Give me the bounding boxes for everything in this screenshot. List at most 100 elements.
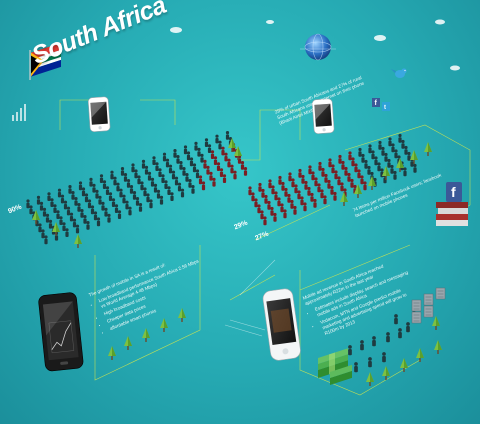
- person-figure: [71, 191, 75, 200]
- person-figure: [69, 212, 74, 222]
- person-figure: [216, 162, 221, 171]
- person-figure: [337, 176, 341, 186]
- person-figure: [391, 143, 395, 153]
- person-figure: [278, 175, 282, 185]
- person-figure: [68, 185, 72, 194]
- server-icon: [423, 293, 434, 306]
- person-figure: [56, 210, 60, 219]
- person-figure: [209, 171, 213, 181]
- person-figure: [260, 210, 264, 220]
- person-figure: [284, 187, 288, 197]
- social-badges: f t: [372, 98, 390, 111]
- person-figure: [233, 170, 237, 180]
- person-figure: [167, 186, 171, 195]
- person-figure: [360, 175, 364, 185]
- person-figure: [122, 194, 126, 204]
- person-figure: [134, 169, 138, 179]
- person-figure: [358, 147, 362, 157]
- person-figure: [303, 202, 307, 212]
- person-figure: [198, 175, 203, 185]
- person-figure: [318, 161, 322, 171]
- person-figure: [367, 165, 371, 175]
- person-figure: [264, 194, 268, 204]
- person-figure: [186, 151, 191, 161]
- person-figure: [382, 352, 386, 363]
- person-figure: [388, 137, 392, 147]
- person-figure: [271, 185, 275, 195]
- person-figure: [75, 224, 80, 234]
- person-figure: [384, 152, 388, 162]
- person-figure: [153, 183, 158, 193]
- person-figure: [105, 186, 110, 195]
- person-figure: [93, 211, 98, 221]
- person-figure: [340, 182, 344, 192]
- person-figure: [39, 201, 44, 211]
- money-stack-icon: [318, 348, 348, 378]
- person-figure: [149, 199, 153, 209]
- person-figure: [387, 158, 391, 168]
- person-figure: [327, 179, 331, 189]
- person-figure: [78, 181, 83, 191]
- person-figure: [140, 181, 144, 191]
- tree-icon: [74, 234, 82, 248]
- person-figure: [137, 175, 141, 185]
- person-figure: [323, 195, 327, 205]
- person-figure: [26, 199, 30, 209]
- person-figure: [179, 161, 183, 170]
- person-figure: [221, 146, 225, 156]
- person-figure: [146, 193, 150, 203]
- light-beams: [224, 259, 276, 337]
- person-figure: [189, 157, 194, 167]
- person-figure: [218, 140, 222, 150]
- person-figure: [294, 184, 298, 194]
- person-figure: [288, 172, 292, 182]
- person-figure: [92, 183, 96, 193]
- person-figure: [354, 163, 358, 173]
- person-figure: [354, 362, 358, 373]
- person-figure: [378, 140, 382, 150]
- person-figure: [298, 168, 302, 178]
- person-figure: [404, 145, 408, 155]
- person-figure: [203, 159, 207, 169]
- person-figure: [394, 149, 398, 159]
- person-figure: [333, 191, 337, 201]
- person-figure: [357, 169, 361, 179]
- person-figure: [125, 200, 129, 210]
- person-figure: [128, 206, 132, 216]
- person-figure: [176, 155, 180, 164]
- person-figure: [36, 195, 41, 205]
- person-figure: [371, 150, 375, 160]
- person-figure: [407, 151, 411, 161]
- person-figure: [45, 213, 50, 223]
- person-figure: [29, 205, 33, 215]
- person-figure: [195, 169, 200, 179]
- person-figure: [59, 216, 63, 225]
- person-figure: [74, 197, 78, 206]
- person-figure: [224, 152, 228, 162]
- person-figure: [258, 182, 262, 192]
- person-figure: [171, 170, 176, 180]
- tree-icon: [124, 336, 132, 350]
- person-figure: [283, 209, 287, 219]
- person-figure: [135, 197, 140, 206]
- person-figure: [273, 212, 277, 222]
- person-figure: [257, 204, 261, 214]
- person-figure: [261, 188, 265, 198]
- person-figure: [390, 164, 394, 174]
- person-figure: [300, 196, 304, 206]
- person-figure: [47, 192, 51, 201]
- tree-icon: [416, 348, 424, 362]
- person-figure: [111, 198, 116, 207]
- server-icon: [411, 287, 446, 324]
- person-figure: [194, 141, 198, 151]
- person-figure: [368, 144, 372, 154]
- person-figure: [243, 167, 248, 176]
- person-figure: [126, 179, 131, 188]
- person-figure: [219, 168, 224, 177]
- person-figure: [331, 164, 335, 174]
- person-figure: [213, 156, 218, 165]
- svg-text:f: f: [375, 100, 378, 107]
- person-figure: [96, 217, 101, 227]
- tree-icon: [142, 328, 150, 342]
- person-figure: [348, 151, 352, 161]
